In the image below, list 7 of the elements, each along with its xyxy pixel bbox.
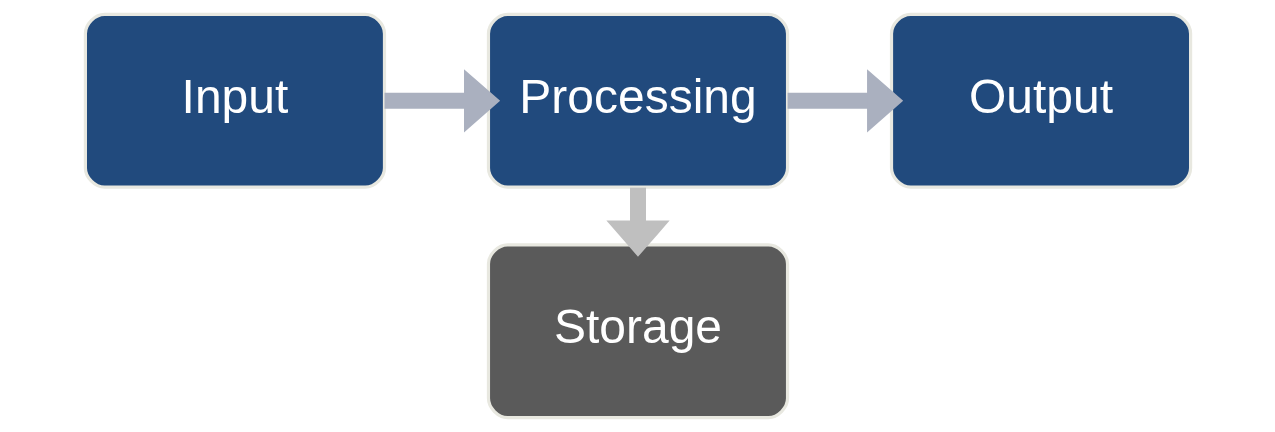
- arrow: [605, 187, 670, 257]
- arrow: [384, 69, 500, 133]
- node-box: Output: [889, 12, 1192, 189]
- node-box: Input: [83, 12, 386, 189]
- node-box: Processing: [486, 12, 789, 189]
- node-box: Storage: [486, 243, 789, 420]
- arrow: [787, 69, 903, 133]
